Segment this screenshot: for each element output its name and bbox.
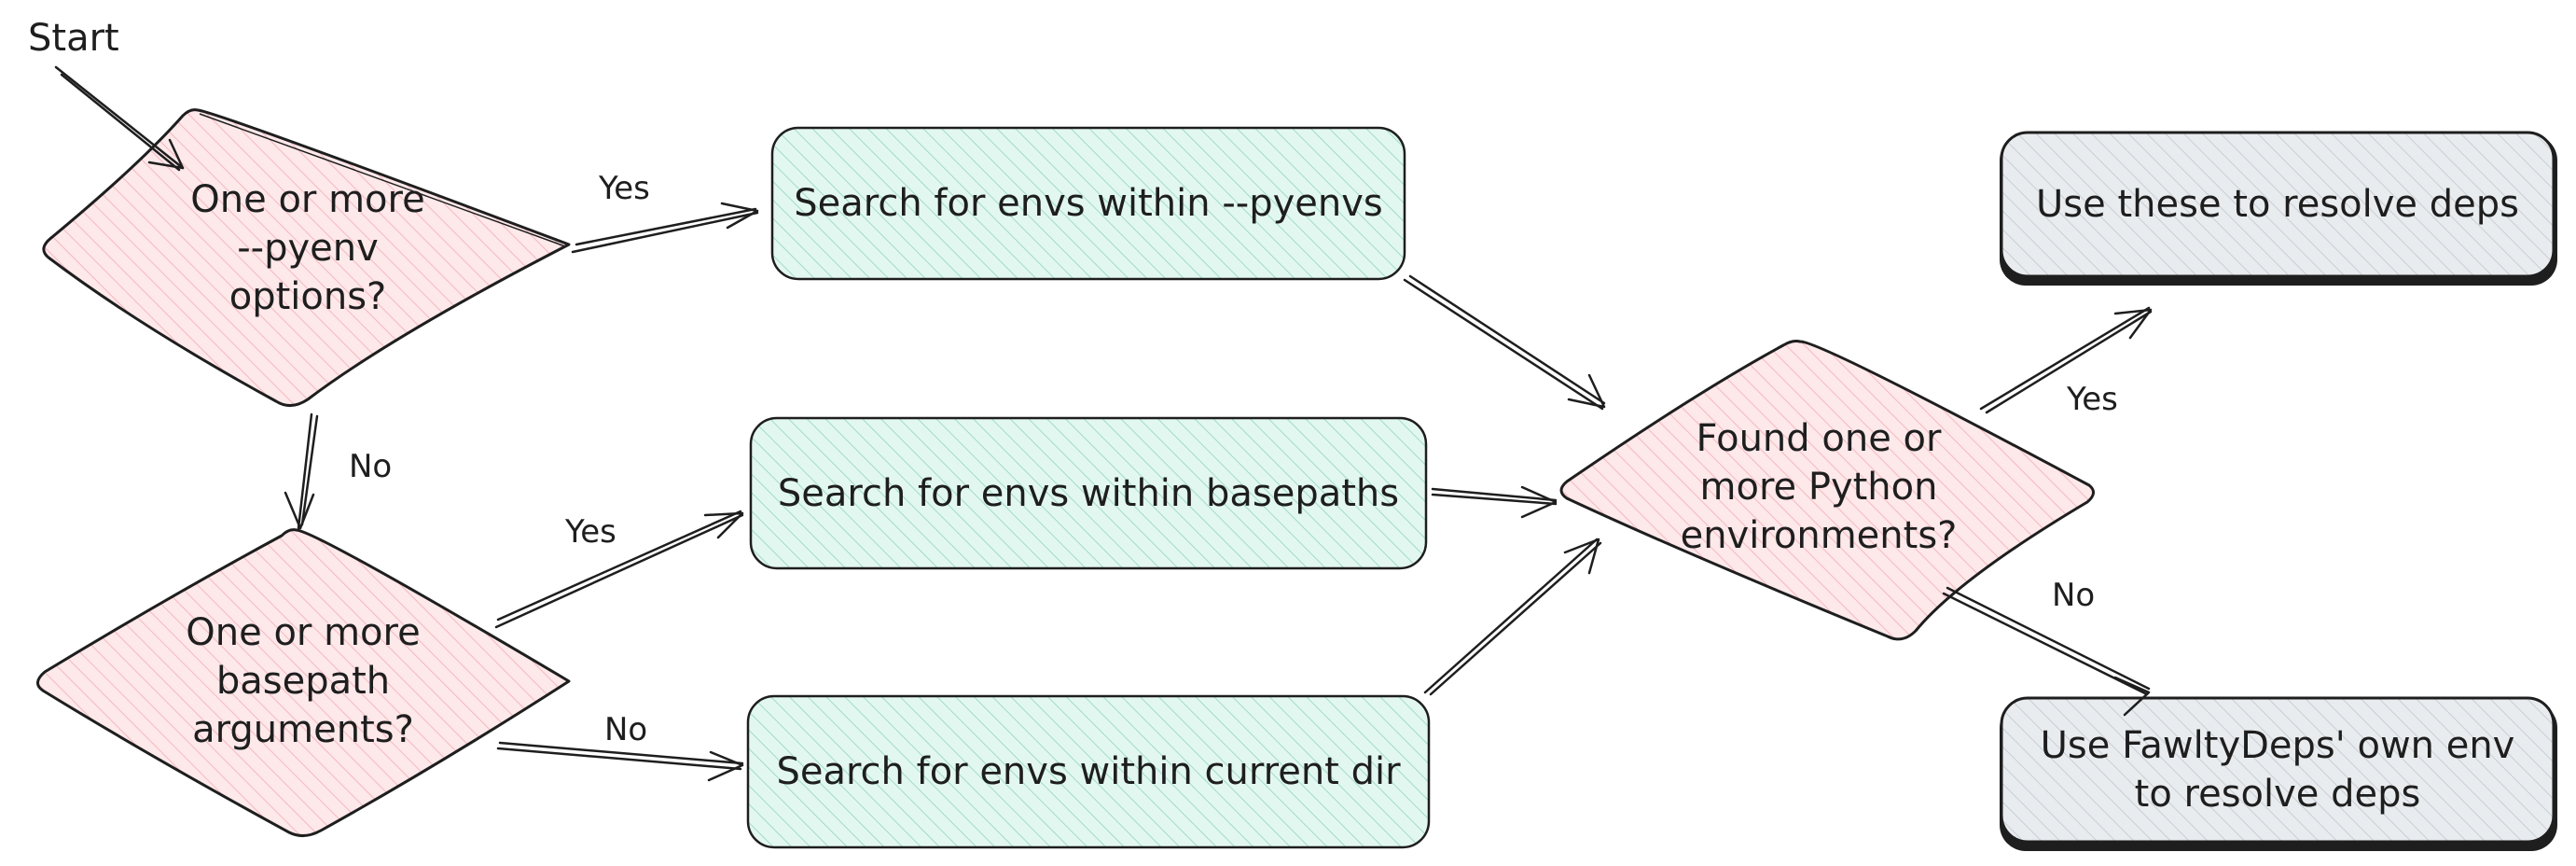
edge-label-pyenv-no: No (349, 448, 393, 485)
use-these-text: Use these to resolve deps (2036, 183, 2519, 226)
search-basepaths-shape (749, 416, 1428, 570)
decision-found-text: Found one or more Python environments? (1680, 417, 1958, 557)
arrow-basepaths-to-found (1431, 485, 1558, 519)
arrow-basepath-no (496, 741, 744, 782)
arrow-pyenv-no (284, 412, 319, 530)
use-own-env-text: Use FawltyDeps' own env to resolve deps (2040, 724, 2515, 816)
arrow-start (54, 65, 185, 172)
edge-label-found-no: No (2052, 577, 2096, 614)
edge-label-pyenv-yes: Yes (599, 170, 650, 207)
search-pyenvs-text: Search for envs within --pyenvs (794, 182, 1383, 225)
arrow-found-no (1942, 586, 2151, 717)
arrow-pyenvs-to-found (1403, 274, 1606, 411)
edge-label-basepath-yes: Yes (565, 513, 616, 551)
arrow-pyenv-yes (571, 202, 759, 254)
decision-pyenv-text: One or more --pyenv options? (190, 178, 425, 318)
start-label: Start (28, 17, 119, 60)
use-own-env-shape (2000, 696, 2557, 851)
arrow-currentdir-to-found (1423, 538, 1602, 696)
search-basepaths-text: Search for envs within basepaths (777, 471, 1400, 515)
edge-label-basepath-no: No (604, 711, 648, 748)
decision-basepath-text: One or more basepath arguments? (186, 611, 421, 751)
decision-pyenv-shape (42, 108, 571, 407)
use-these-shape (2000, 131, 2557, 286)
decision-basepath-shape (36, 528, 571, 837)
search-pyenvs-shape (770, 126, 1406, 281)
arrow-basepath-yes (494, 510, 744, 629)
search-current-dir-text: Search for envs within current dir (776, 750, 1401, 793)
decision-found-shape (1559, 340, 2095, 641)
arrow-found-yes (1979, 306, 2153, 414)
edge-label-found-yes: Yes (2067, 381, 2118, 418)
search-current-dir-shape (746, 694, 1431, 849)
